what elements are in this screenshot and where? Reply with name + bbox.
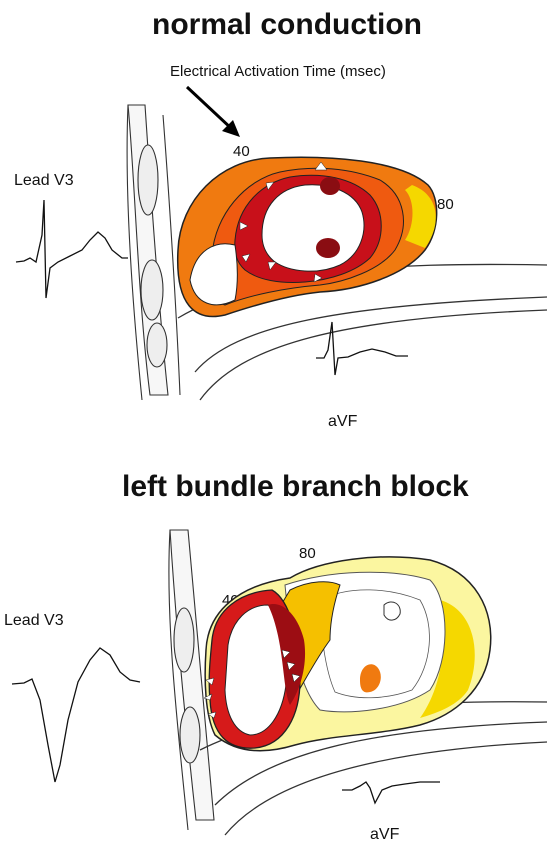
ecg-trace-avf-bottom — [342, 782, 440, 803]
heart-diagram-lbbb — [0, 500, 547, 840]
heart-normal-activation-map — [178, 157, 437, 316]
heart-diagram-normal — [0, 0, 547, 440]
ecg-trace-lead-v3-bottom — [12, 648, 140, 782]
ecg-trace-lead-v3-top — [16, 200, 128, 298]
activation-arrow-icon — [187, 87, 240, 137]
chest-wall-top — [127, 105, 180, 400]
title-left-bundle-branch-block: left bundle branch block — [122, 470, 469, 504]
ecg-trace-avf-top — [316, 322, 408, 375]
heart-lbbb-activation-map — [204, 557, 491, 751]
